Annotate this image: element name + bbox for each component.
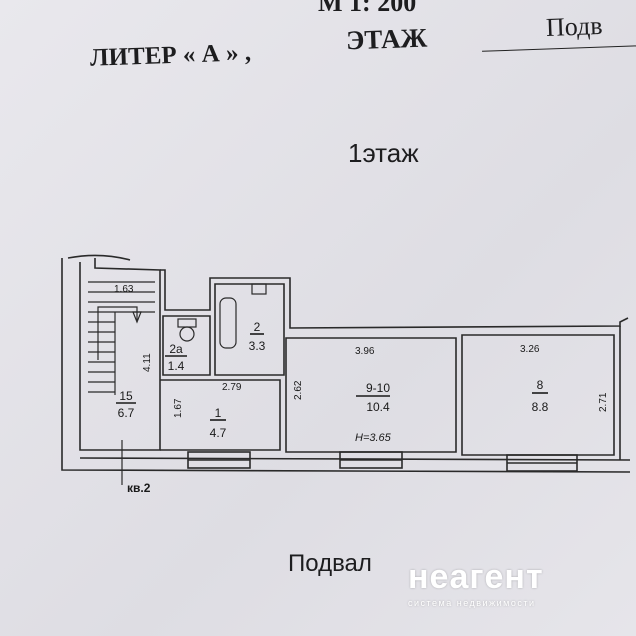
dim-6: 3.96 — [355, 346, 375, 357]
room-2-area: 3.3 — [249, 339, 266, 353]
room-9-10-area: 10.4 — [366, 400, 390, 414]
fixtures — [177, 283, 267, 349]
room-8-number: 8 — [537, 378, 544, 392]
room-2-number: 2 — [254, 320, 261, 334]
watermark-tagline: система недвижимости — [408, 598, 536, 608]
plan-title: 1этаж — [348, 138, 419, 168]
dim-7: 3.26 — [520, 344, 540, 355]
ceiling-height: H=3.65 — [355, 432, 392, 444]
walls — [61, 254, 631, 473]
dim-8: 2.71 — [598, 392, 609, 412]
bathtub-icon — [219, 297, 237, 349]
dim-2: 4.11 — [142, 353, 153, 372]
room-2a-number: 2а — [169, 342, 183, 356]
room-8-area: 8.8 — [532, 400, 549, 414]
room-1-area: 4.7 — [210, 426, 227, 440]
room-15-area: 6.7 — [118, 406, 135, 420]
sink-icon — [251, 283, 267, 295]
room-2a-area: 1.4 — [168, 359, 185, 373]
room-1-number: 1 — [215, 406, 222, 420]
scale-label: М 1: 200 — [318, 0, 417, 17]
dim-3: 1.67 — [173, 398, 184, 418]
apartment-label: кв.2 — [127, 481, 151, 495]
toilet-icon — [177, 318, 197, 328]
dim-4: 2.79 — [222, 382, 242, 393]
stairs — [88, 281, 155, 395]
watermark-logo: неагент система недвижимости — [408, 560, 544, 608]
basement-title: Подвал — [288, 550, 372, 577]
watermark-brand: неагент — [408, 558, 544, 596]
dim-5: 2.62 — [293, 380, 304, 400]
dim-1: 1.63 — [114, 284, 134, 295]
room-15-number: 15 — [119, 389, 133, 403]
room-9-10-number: 9-10 — [366, 381, 390, 395]
